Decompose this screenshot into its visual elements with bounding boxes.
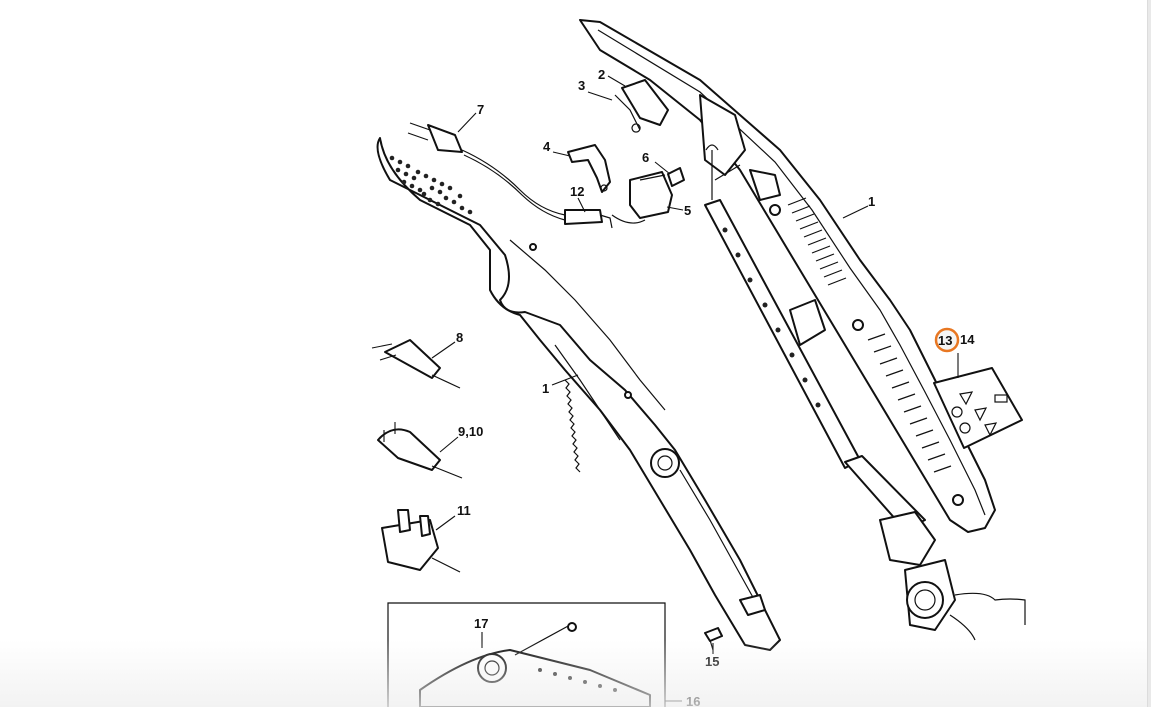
callout-1[interactable]: 1: [868, 194, 875, 209]
callout-3[interactable]: 3: [578, 78, 585, 93]
callout-2[interactable]: 2: [598, 67, 605, 82]
callout-8[interactable]: 8: [456, 330, 463, 345]
callout-15[interactable]: 15: [705, 654, 719, 669]
callout-9-10[interactable]: 9,10: [458, 424, 483, 439]
callout-leaders: [431, 75, 869, 702]
svg-text:13: 13: [938, 333, 952, 348]
callout-12[interactable]: 12: [570, 184, 584, 199]
plug-variants: [371, 339, 463, 573]
callout-14[interactable]: 14: [960, 332, 975, 347]
callout-17[interactable]: 17: [474, 616, 488, 631]
callout-7[interactable]: 7: [477, 102, 484, 117]
callout-4[interactable]: 4: [543, 139, 551, 154]
housing-half-left: [376, 137, 781, 651]
switch-components: [567, 79, 685, 224]
callout-1[interactable]: 1: [542, 381, 549, 396]
power-cord-assembly: [407, 122, 613, 229]
callout-5[interactable]: 5: [684, 203, 691, 218]
detail-inset-box: [387, 602, 666, 708]
scrollbar-track[interactable]: [1147, 0, 1151, 707]
warning-label-sticker: [933, 353, 1023, 449]
callout-13-highlighted[interactable]: 13: [934, 327, 960, 353]
housing-half-right: [579, 19, 996, 533]
drive-shaft-assembly: [704, 144, 1026, 641]
callout-11[interactable]: 11: [457, 503, 471, 518]
callout-6[interactable]: 6: [642, 150, 649, 165]
callout-16[interactable]: 16: [686, 694, 700, 709]
